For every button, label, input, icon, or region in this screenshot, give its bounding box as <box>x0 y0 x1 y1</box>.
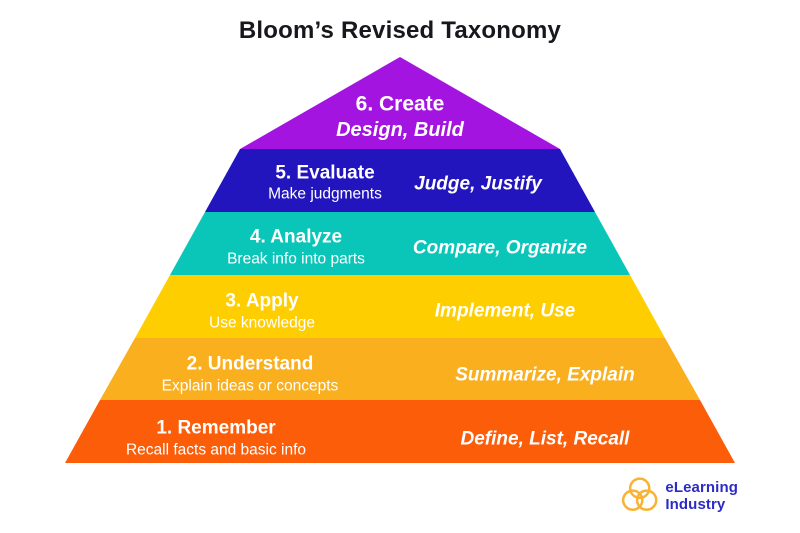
level-1-subtitle: Recall facts and basic info <box>125 441 307 459</box>
level-3-title: 3. Apply <box>225 290 299 312</box>
level-5-keywords: Judge, Justify <box>414 173 542 195</box>
level-1-title: 1. Remember <box>156 417 276 439</box>
pyramid-level-6-shape <box>240 57 560 149</box>
pyramid-level-1-shape <box>65 400 735 463</box>
pyramid-level-5-shape <box>205 149 595 212</box>
level-2-keywords: Summarize, Explain <box>455 364 635 386</box>
pyramid-level-2-shape <box>100 338 700 400</box>
elearning-industry-logo: eLearning Industry <box>621 476 800 516</box>
level-5-subtitle: Make judgments <box>268 185 382 203</box>
pyramid-level-3-shape <box>135 275 665 338</box>
level-3-subtitle: Use knowledge <box>209 314 315 332</box>
level-5-title: 5. Evaluate <box>275 162 375 184</box>
level-4-title: 4. Analyze <box>249 226 343 248</box>
level-2-subtitle: Explain ideas or concepts <box>161 377 339 395</box>
level-2-title: 2. Understand <box>186 353 314 375</box>
level-3-keywords: Implement, Use <box>434 300 576 322</box>
level-6-keywords: Design, Build <box>336 119 464 141</box>
level-6-title: 6. Create <box>355 92 445 116</box>
logo-text: eLearning Industry <box>665 479 738 513</box>
level-4-keywords: Compare, Organize <box>412 237 588 259</box>
page-title: Bloom’s Revised Taxonomy <box>238 17 562 44</box>
level-1-keywords: Define, List, Recall <box>460 428 630 450</box>
level-4-subtitle: Break info into parts <box>227 250 365 268</box>
trefoil-circles-icon <box>621 477 658 511</box>
pyramid-level-4-shape <box>170 212 630 275</box>
